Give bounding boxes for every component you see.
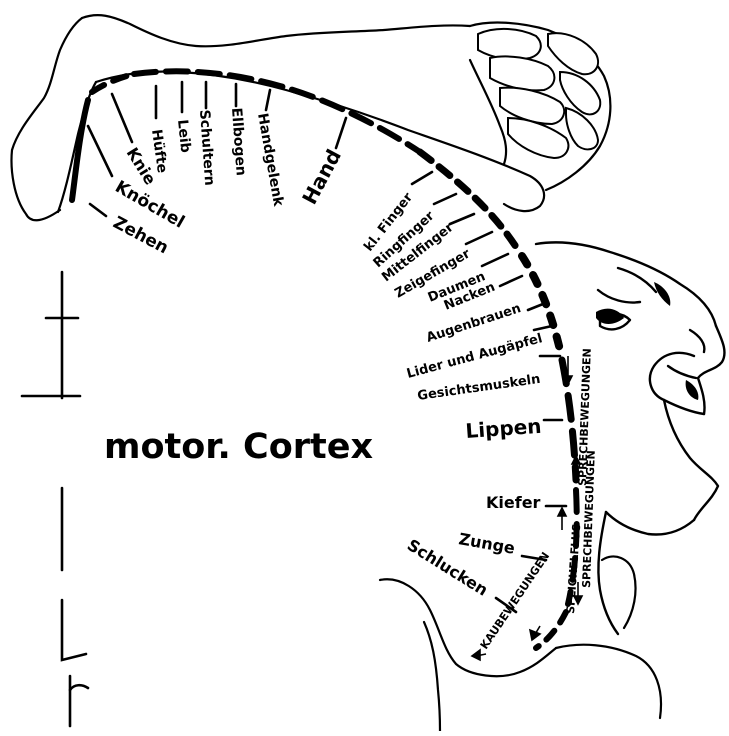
label-zunge: Zunge: [457, 529, 516, 558]
label-leib: Leib: [174, 119, 193, 154]
face-fills: [596, 282, 698, 400]
hand-fingers: [478, 29, 600, 158]
face-outline: [536, 242, 724, 634]
chin: [606, 512, 694, 534]
label-gesichtsmuskeln: Gesichtsmuskeln: [416, 372, 541, 404]
teeth-line: [668, 366, 696, 378]
cheek-line: [598, 290, 640, 303]
title: motor. Cortex: [104, 427, 374, 467]
label-ellbogen: Ellbogen: [228, 107, 249, 176]
margin-marks: [22, 272, 88, 726]
label-lippen: Lippen: [465, 414, 543, 443]
jaw: [598, 512, 618, 634]
mouth-upper: [650, 353, 704, 414]
label-handgelenk: Handgelenk: [254, 112, 286, 208]
brow: [618, 268, 656, 292]
mouth-lower: [664, 400, 718, 520]
label-hand: Hand: [297, 145, 346, 208]
label-kaubewegungen: KAUBEWEGUNGEN: [478, 550, 553, 652]
nostril: [690, 330, 704, 352]
leg-outline: [82, 15, 470, 46]
label-kiefer: Kiefer: [486, 493, 541, 512]
forehead: [536, 242, 716, 326]
label-schultern: Schultern: [196, 109, 217, 186]
